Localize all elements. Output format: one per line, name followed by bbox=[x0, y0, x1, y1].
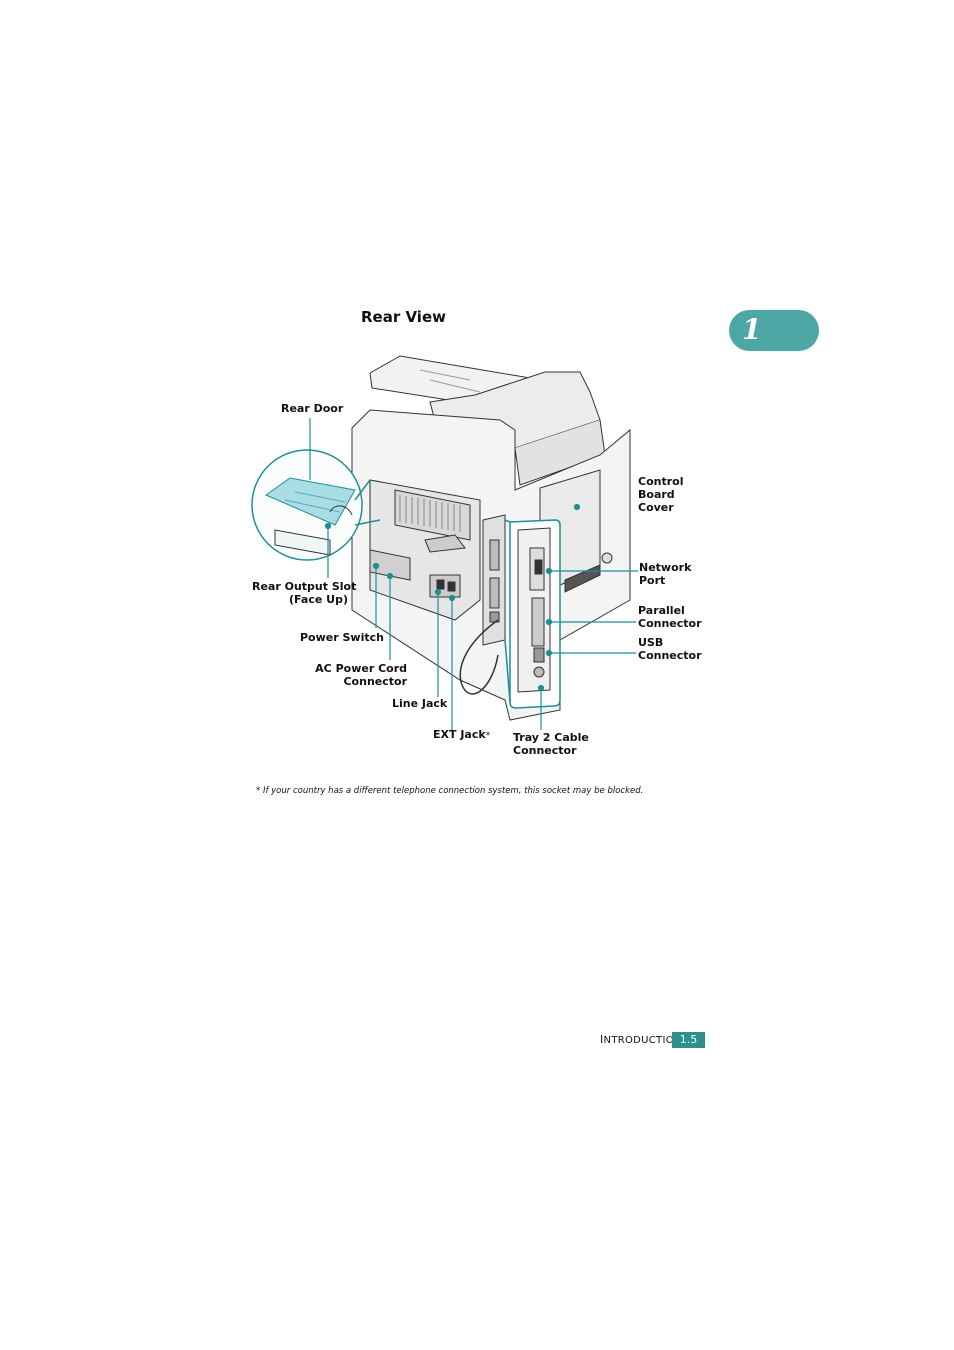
footer-section-initial: I bbox=[600, 1033, 604, 1046]
label-rear-door: Rear Door bbox=[281, 402, 344, 415]
label-network-port-line2: Port bbox=[639, 574, 666, 587]
chapter-number: 1 bbox=[742, 313, 762, 346]
label-parallel-line1: Parallel bbox=[638, 604, 685, 617]
chapter-tab: 1 bbox=[729, 310, 819, 351]
label-parallel-connector: Parallel Connector bbox=[638, 604, 702, 630]
label-ac-power-line1: AC Power Cord bbox=[315, 662, 407, 675]
footer-section-label: INTRODUCTION bbox=[600, 1033, 682, 1046]
label-usb-line2: Connector bbox=[638, 649, 702, 662]
section-title: Rear View bbox=[361, 308, 446, 326]
label-ext-jack: EXT Jack* bbox=[433, 728, 490, 743]
label-control-board-line2: Board bbox=[638, 488, 675, 501]
label-ext-jack-asterisk: * bbox=[485, 731, 491, 741]
label-control-board-cover: Control Board Cover bbox=[638, 475, 683, 514]
tray2-cable bbox=[459, 619, 499, 695]
label-usb-connector: USB Connector bbox=[638, 636, 702, 662]
label-ac-power-cord: AC Power Cord Connector bbox=[310, 662, 407, 688]
label-parallel-line2: Connector bbox=[638, 617, 702, 630]
label-tray2-line2: Connector bbox=[513, 744, 577, 757]
page-number: 1.5 bbox=[672, 1032, 705, 1048]
label-power-switch: Power Switch bbox=[300, 631, 384, 644]
label-line-jack: Line Jack bbox=[392, 697, 448, 710]
label-rear-output-slot-line1: Rear Output Slot bbox=[252, 580, 357, 593]
label-network-port-line1: Network bbox=[639, 561, 692, 574]
label-usb-line1: USB bbox=[638, 636, 664, 649]
label-ac-power-line2: Connector bbox=[343, 675, 407, 688]
label-network-port: Network Port bbox=[639, 561, 691, 587]
label-rear-output-slot-line2: (Face Up) bbox=[289, 593, 348, 606]
label-control-board-line1: Control bbox=[638, 475, 684, 488]
label-ext-jack-text: EXT Jack bbox=[433, 728, 486, 741]
label-rear-output-slot: Rear Output Slot (Face Up) bbox=[252, 580, 357, 606]
label-tray2-cable-connector: Tray 2 Cable Connector bbox=[513, 731, 589, 757]
footer-section-rest: NTRODUCTION bbox=[603, 1035, 682, 1046]
footnote: * If your country has a different teleph… bbox=[256, 786, 644, 796]
label-control-board-line3: Cover bbox=[638, 501, 674, 514]
label-tray2-line1: Tray 2 Cable bbox=[513, 731, 589, 744]
